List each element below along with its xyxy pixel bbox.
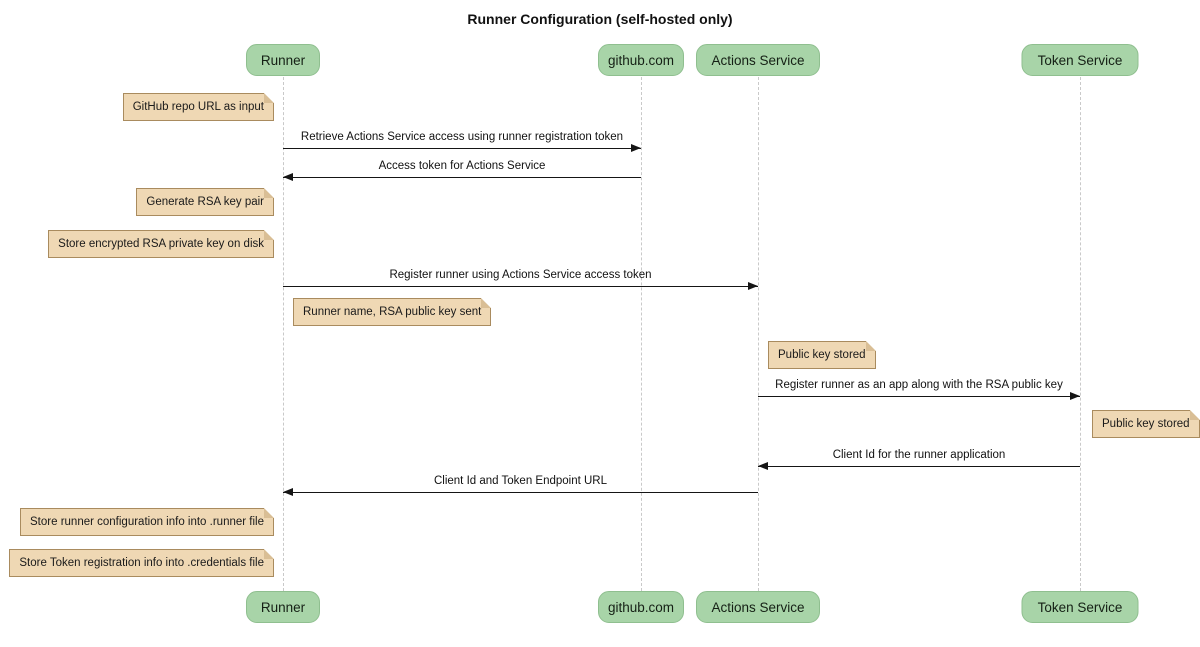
participant-token-service-top: Token Service (1021, 44, 1139, 76)
note-text: Store runner configuration info into .ru… (30, 516, 264, 528)
participant-actions-service-bottom: Actions Service (696, 591, 820, 623)
participant-token-service-bottom: Token Service (1021, 591, 1139, 623)
note-text: Store Token registration info into .cred… (19, 557, 264, 569)
message-retrieve-actions-access: Retrieve Actions Service access using ru… (283, 130, 641, 152)
note-github-repo-url: GitHub repo URL as input (122, 93, 275, 121)
participant-runner-bottom: Runner (246, 591, 320, 623)
note-generate-rsa: Generate RSA key pair (136, 188, 274, 216)
participant-label: Actions Service (711, 52, 805, 68)
lifeline-actions-service (758, 77, 759, 591)
note-text: Store encrypted RSA private key on disk (58, 238, 264, 250)
note-public-key-stored-actions: Public key stored (768, 341, 876, 369)
message-label: Client Id and Token Endpoint URL (433, 475, 608, 487)
participant-label: Actions Service (711, 599, 805, 615)
arrow-right-icon (283, 281, 758, 290)
participant-label: Runner (260, 52, 306, 68)
message-label: Access token for Actions Service (378, 160, 546, 172)
participant-label: github.com (607, 599, 675, 615)
message-access-token-returned: Access token for Actions Service (283, 159, 641, 181)
note-runner-name-sent: Runner name, RSA public key sent (293, 298, 492, 326)
diagram-title: Runner Configuration (self-hosted only) (467, 11, 733, 27)
message-label: Client Id for the runner application (832, 449, 1006, 461)
participant-label: Token Service (1037, 599, 1123, 615)
arrow-left-icon (283, 172, 641, 181)
arrow-left-icon (283, 487, 758, 496)
lifeline-token-service (1080, 77, 1081, 591)
note-store-runner-file: Store runner configuration info into .ru… (20, 508, 274, 536)
lifeline-github (641, 77, 642, 591)
arrow-right-icon (283, 143, 641, 152)
note-store-private-key: Store encrypted RSA private key on disk (48, 230, 274, 258)
message-client-id-endpoint: Client Id and Token Endpoint URL (283, 474, 758, 496)
participant-github-top: github.com (598, 44, 684, 76)
note-text: Public key stored (1102, 418, 1190, 430)
participant-label: Token Service (1037, 52, 1123, 68)
lifeline-runner (283, 77, 284, 591)
note-text: Public key stored (778, 349, 866, 361)
arrow-right-icon (758, 391, 1080, 400)
message-register-runner: Register runner using Actions Service ac… (283, 268, 758, 290)
message-client-id-returned: Client Id for the runner application (758, 448, 1080, 470)
note-text: GitHub repo URL as input (132, 101, 264, 113)
participant-actions-service-top: Actions Service (696, 44, 820, 76)
participant-github-bottom: github.com (598, 591, 684, 623)
message-register-runner-app: Register runner as an app along with the… (758, 378, 1080, 400)
note-store-credentials-file: Store Token registration info into .cred… (9, 549, 274, 577)
message-label: Retrieve Actions Service access using ru… (300, 131, 624, 143)
note-text: Runner name, RSA public key sent (303, 306, 482, 318)
participant-runner-top: Runner (246, 44, 320, 76)
participant-label: Runner (260, 599, 306, 615)
message-label: Register runner using Actions Service ac… (389, 269, 652, 281)
message-label: Register runner as an app along with the… (775, 379, 1063, 391)
note-text: Generate RSA key pair (146, 196, 264, 208)
note-public-key-stored-token: Public key stored (1092, 410, 1200, 438)
arrow-left-icon (758, 461, 1080, 470)
participant-label: github.com (607, 52, 675, 68)
